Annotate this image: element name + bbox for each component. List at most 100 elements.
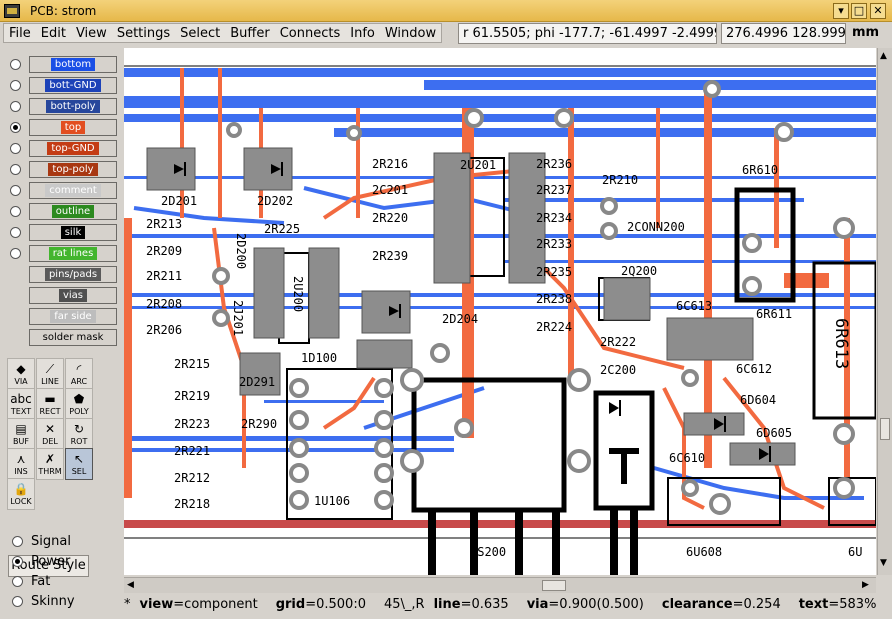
svg-text:6R613: 6R613 [831, 318, 851, 369]
layer-select-radio[interactable] [10, 121, 21, 133]
buffer-icon: ▤ [15, 422, 27, 436]
svg-text:1D100: 1D100 [301, 351, 337, 365]
layer-row-far-side: far side [10, 306, 122, 326]
vertical-scrollbar[interactable]: ▲ ▼ [877, 48, 892, 575]
layer-row-outline: outline [10, 201, 122, 221]
route-style-radio[interactable] [12, 535, 23, 547]
layer-row-bott-gnd: bott-GND [10, 75, 122, 95]
layer-toggle-button[interactable]: top-poly [29, 160, 117, 178]
layer-toggle-button[interactable]: outline [29, 202, 117, 220]
layer-toggle-button[interactable]: bott-GND [29, 76, 117, 94]
menu-connects[interactable]: Connects [279, 25, 341, 41]
menu-info[interactable]: Info [350, 25, 375, 41]
route-style-power[interactable]: Power [12, 552, 70, 570]
layer-select-radio[interactable] [10, 100, 21, 112]
tool-poly-button[interactable]: ⬟POLY [65, 388, 93, 420]
close-icon[interactable]: ✕ [870, 3, 886, 19]
menu-file[interactable]: File [9, 25, 31, 41]
tool-via-button[interactable]: ◆VIA [7, 358, 35, 390]
layer-select-radio[interactable] [10, 163, 21, 175]
layer-row-silk: silk [10, 222, 122, 242]
tool-arc-button[interactable]: ◜ARC [65, 358, 93, 390]
layer-toggle-button[interactable]: silk [29, 223, 117, 241]
tool-thrm-button[interactable]: ✗THRM [36, 448, 64, 480]
layer-toggle-button[interactable]: top-GND [29, 139, 117, 157]
unit-toggle-button[interactable]: mm [851, 25, 880, 40]
layer-toggle-button[interactable]: rat lines [29, 244, 117, 262]
layer-select-radio[interactable] [10, 58, 21, 70]
layer-toggle-button[interactable]: bott-poly [29, 97, 117, 115]
layer-toggle-button[interactable]: solder mask [29, 328, 117, 346]
svg-text:2R216: 2R216 [372, 157, 408, 171]
route-style-fat[interactable]: Fat [12, 572, 50, 590]
route-style-signal[interactable]: Signal [12, 532, 71, 550]
vertical-scroll-thumb[interactable] [880, 418, 890, 440]
menu-window[interactable]: Window [384, 25, 437, 41]
route-style-radio[interactable] [12, 595, 23, 607]
layer-label: solder mask [38, 330, 108, 344]
route-style-radio[interactable] [12, 555, 23, 567]
tool-lock-button[interactable]: 🔒LOCK [7, 478, 35, 510]
scroll-right-icon[interactable]: ▶ [862, 580, 869, 590]
layer-toggle-button[interactable]: pins/pads [29, 265, 117, 283]
svg-text:2R208: 2R208 [146, 297, 182, 311]
tool-label: SEL [71, 467, 87, 476]
tool-label: INS [14, 467, 28, 476]
layer-label: bott-poly [46, 99, 100, 113]
scroll-down-icon[interactable]: ▼ [880, 558, 887, 568]
svg-text:6U608: 6U608 [686, 545, 722, 559]
menu-edit[interactable]: Edit [40, 25, 66, 41]
layer-row-bottom: bottom [10, 54, 122, 74]
layer-toggle-button[interactable]: bottom [29, 55, 117, 73]
layer-row-solder-mask: solder mask [10, 327, 122, 347]
layer-toggle-button[interactable]: far side [29, 307, 117, 325]
maximize-icon[interactable]: □ [851, 3, 867, 19]
horizontal-scrollbar[interactable]: ◀ ▶ [124, 577, 876, 593]
svg-text:6R610: 6R610 [742, 163, 778, 177]
menu-settings[interactable]: Settings [116, 25, 171, 41]
layer-select-radio[interactable] [10, 247, 21, 259]
tool-label: BUF [13, 437, 29, 446]
route-style-skinny[interactable]: Skinny [12, 592, 75, 610]
abs-coord-readout: 276.4996 128.9997 [721, 23, 846, 44]
route-style-radio[interactable] [12, 575, 23, 587]
svg-text:2R211: 2R211 [146, 269, 182, 283]
tool-del-button[interactable]: ✕DEL [36, 418, 64, 450]
tool-ins-button[interactable]: ⋏INS [7, 448, 35, 480]
menu-select[interactable]: Select [180, 25, 221, 41]
layer-select-radio[interactable] [10, 79, 21, 91]
arc-icon: ◜ [76, 362, 82, 376]
tool-sel-button[interactable]: ↖SEL [65, 448, 93, 480]
svg-text:2D202: 2D202 [257, 194, 293, 208]
svg-text:2R238: 2R238 [536, 292, 572, 306]
line-icon: ⟋ [45, 362, 55, 376]
route-style-button[interactable]: Route Style [8, 555, 89, 577]
menu-buffer[interactable]: Buffer [230, 25, 270, 41]
layer-select-radio[interactable] [10, 226, 21, 238]
layer-select-radio[interactable] [10, 142, 21, 154]
layer-toggle-button[interactable]: comment [29, 181, 117, 199]
scroll-up-icon[interactable]: ▲ [880, 51, 887, 61]
svg-text:2U201: 2U201 [460, 158, 496, 172]
tool-line-button[interactable]: ⟋LINE [36, 358, 64, 390]
rotate-icon: ↻ [73, 422, 85, 436]
layer-toggle-button[interactable]: top [29, 118, 117, 136]
horizontal-scroll-thumb[interactable] [542, 580, 566, 591]
poly-icon: ⬟ [73, 392, 85, 406]
tool-rect-button[interactable]: ▬RECT [36, 388, 64, 420]
tool-rot-button[interactable]: ↻ROT [65, 418, 93, 450]
layer-row-top: top [10, 117, 122, 137]
tool-label: LINE [41, 377, 59, 386]
scroll-left-icon[interactable]: ◀ [127, 580, 134, 590]
layer-toggle-button[interactable]: vias [29, 286, 117, 304]
lock-icon: 🔒 [13, 482, 29, 496]
tool-buf-button[interactable]: ▤BUF [7, 418, 35, 450]
title-bar: PCB: strom ▾ □ ✕ [0, 0, 892, 22]
layer-select-radio[interactable] [10, 184, 21, 196]
minimize-icon[interactable]: ▾ [833, 3, 849, 19]
menu-view[interactable]: View [75, 25, 107, 41]
layer-select-radio[interactable] [10, 205, 21, 217]
